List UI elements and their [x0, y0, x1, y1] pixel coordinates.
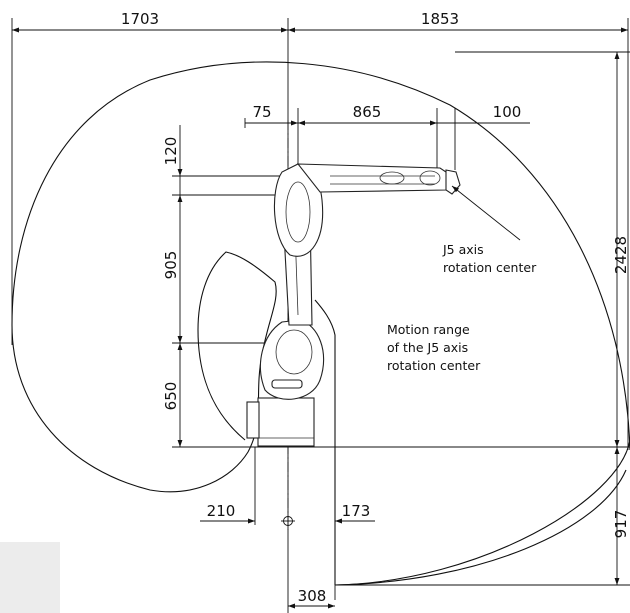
dim-right-173: 173 [342, 502, 371, 520]
motion-range-label-line3: rotation center [387, 358, 481, 373]
dim-arm-865: 865 [353, 103, 382, 121]
robot-body [246, 163, 461, 447]
robot-base [257, 397, 315, 447]
dim-left-210: 210 [207, 502, 236, 520]
dim-reach-left: 1703 [121, 10, 159, 28]
dim-tool-100: 100 [493, 103, 522, 121]
annotation-labels: J5 axis rotation center Motion range of … [387, 242, 537, 373]
motion-range-label-line2: of the J5 axis [387, 340, 468, 355]
robot-base-connector [246, 401, 260, 439]
robot-forearm [296, 163, 453, 193]
j5-center-label-line1: J5 axis [442, 242, 484, 257]
robot-shoulder [259, 319, 325, 400]
inner-limit-right [314, 299, 336, 585]
j5-center-label-line2: rotation center [443, 260, 537, 275]
dimension-lines [12, 27, 628, 609]
dim-arm-905: 905 [162, 251, 180, 280]
dim-width-308: 308 [298, 587, 327, 605]
dim-base-650: 650 [162, 382, 180, 411]
extension-lines [11, 18, 630, 613]
dim-offset-75: 75 [252, 103, 271, 121]
motion-envelope [11, 61, 630, 586]
corner-gray-box [0, 542, 60, 613]
envelope-lower-right [334, 469, 627, 586]
motion-range-label-line1: Motion range [387, 322, 470, 337]
dim-height-120: 120 [162, 137, 180, 166]
dimension-texts: 1703 1853 75 865 100 120 905 650 2428 91… [121, 10, 630, 605]
dim-total-height-2428: 2428 [612, 236, 630, 274]
dim-below-917: 917 [612, 510, 630, 539]
dim-reach-right: 1853 [421, 10, 459, 28]
